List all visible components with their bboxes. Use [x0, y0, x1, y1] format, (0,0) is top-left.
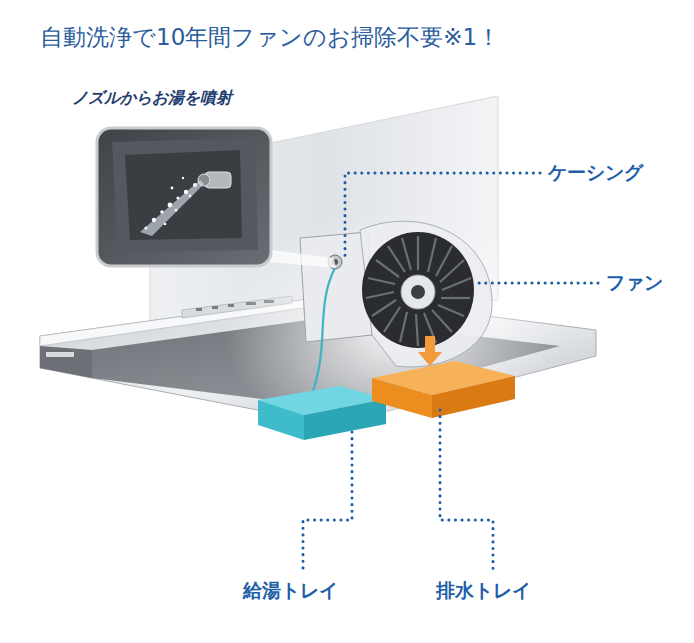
brand-plate	[46, 352, 74, 357]
fan	[362, 232, 474, 348]
part-label: ファン	[606, 270, 663, 296]
supply-tray	[258, 386, 386, 440]
front-edge	[40, 346, 92, 378]
drain-arrow	[418, 336, 442, 366]
casing	[300, 221, 492, 367]
inset-photo	[97, 128, 271, 266]
glow	[225, 210, 565, 450]
inset-photo-box: ノズルからお湯を噴射	[72, 88, 272, 268]
title: 自動洗浄で10年間ファンのお掃除不要※1！	[40, 22, 500, 53]
part-label: ケーシング	[548, 160, 643, 186]
leader-line	[303, 173, 598, 570]
inset-heading: ノズルからお湯を噴射	[72, 88, 272, 109]
tray-label: 給湯トレイ	[243, 578, 338, 604]
drain-tray	[372, 361, 515, 418]
water-pipe	[306, 268, 335, 404]
tray-label: 排水トレイ	[436, 578, 531, 604]
